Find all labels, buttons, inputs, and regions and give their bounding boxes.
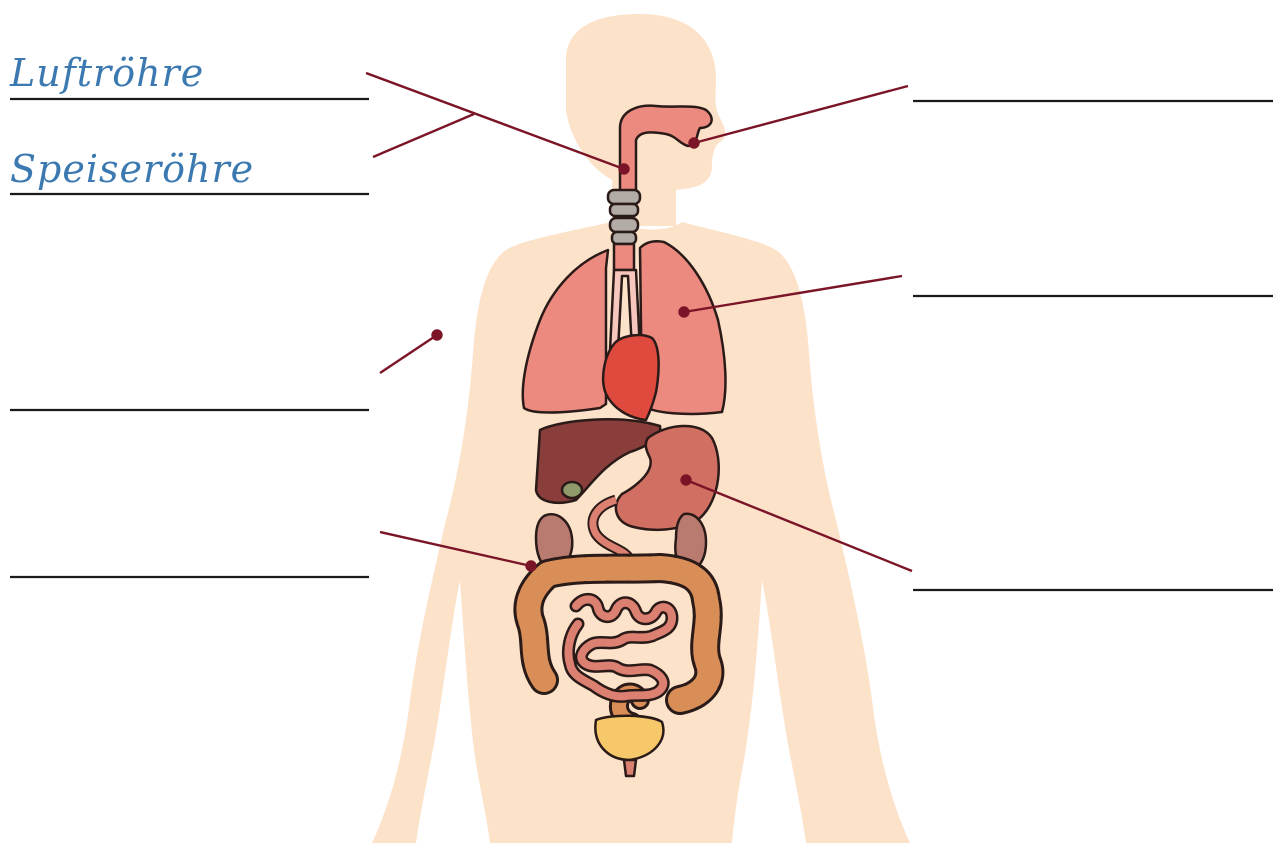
leader-intestine-dot <box>527 562 536 571</box>
leader-skin <box>380 335 437 373</box>
larynx-ring-2 <box>610 204 638 216</box>
leader-esophagus <box>373 114 474 157</box>
leader-trachea-dot <box>620 165 629 174</box>
label-esophagus: Speiseröhre <box>10 150 254 188</box>
urethra <box>624 760 636 776</box>
leader-lung-dot <box>680 308 689 317</box>
larynx-ring-3 <box>610 218 638 232</box>
leader-mouth-dot <box>690 139 699 148</box>
leader-skin-dot <box>433 331 442 340</box>
leader-stomach-dot <box>682 476 691 485</box>
leader-mouth <box>694 86 908 143</box>
trachea-lower <box>614 244 634 270</box>
larynx-ring-4 <box>612 232 636 244</box>
label-trachea: Luftröhre <box>10 54 204 92</box>
gallbladder <box>562 482 582 498</box>
larynx-ring-1 <box>608 190 640 204</box>
